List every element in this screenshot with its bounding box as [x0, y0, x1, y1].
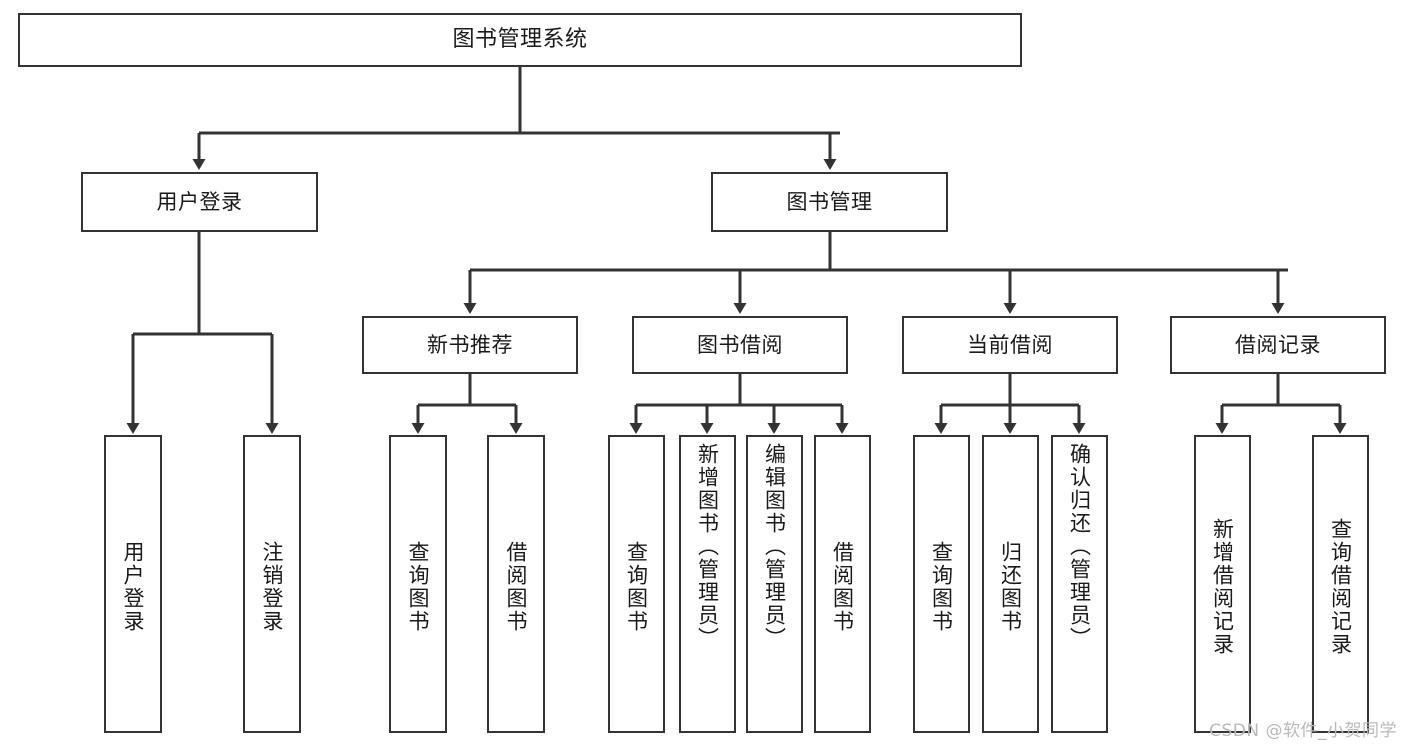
node-label: 图书借阅 [697, 332, 783, 357]
node-label: 新增借阅记录 [1210, 518, 1235, 656]
node-label: 查询图书 [929, 541, 954, 633]
leaf-user-login-login[interactable]: 用户登录 [104, 435, 162, 733]
node-current-borrow[interactable]: 当前借阅 [902, 316, 1118, 374]
leaf-new-book-borrow-book[interactable]: 借阅图书 [487, 435, 545, 733]
node-label: 查询图书 [406, 541, 431, 633]
node-label: 新书推荐 [427, 332, 513, 357]
node-label: 用户登录 [156, 189, 243, 214]
node-label: 编辑图书（管理员） [762, 443, 787, 650]
node-label: 查询借阅记录 [1328, 518, 1353, 656]
node-label: 注销登录 [260, 541, 285, 633]
leaf-current-borrow-return-book[interactable]: 归还图书 [982, 435, 1039, 733]
leaf-borrow-record-query-record[interactable]: 查询借阅记录 [1312, 435, 1369, 733]
leaf-user-login-logout[interactable]: 注销登录 [243, 435, 301, 733]
node-new-book-recommend[interactable]: 新书推荐 [362, 316, 578, 374]
node-root-book-management-system[interactable]: 图书管理系统 [18, 13, 1022, 67]
node-book-borrow[interactable]: 图书借阅 [632, 316, 848, 374]
leaf-book-borrow-add-book-admin[interactable]: 新增图书（管理员） [679, 435, 736, 733]
node-label: 图书管理 [786, 189, 873, 214]
leaf-new-book-query-book[interactable]: 查询图书 [389, 435, 447, 733]
leaf-borrow-record-add-record[interactable]: 新增借阅记录 [1194, 435, 1251, 733]
node-label: 当前借阅 [967, 332, 1053, 357]
node-book-management[interactable]: 图书管理 [711, 172, 948, 232]
csdn-watermark: CSDN @软件_小贺同学 [1209, 721, 1397, 741]
leaf-current-borrow-query-book[interactable]: 查询图书 [913, 435, 970, 733]
leaf-book-borrow-edit-book-admin[interactable]: 编辑图书（管理员） [746, 435, 803, 733]
node-label: 归还图书 [998, 541, 1023, 633]
leaf-current-borrow-confirm-return-admin[interactable]: 确认归还（管理员） [1051, 435, 1108, 733]
leaf-book-borrow-borrow-book[interactable]: 借阅图书 [814, 435, 871, 733]
node-label: 借阅图书 [504, 541, 529, 633]
node-label: 新增图书（管理员） [695, 443, 720, 650]
node-label: 借阅图书 [830, 541, 855, 633]
node-label: 确认归还（管理员） [1067, 443, 1092, 650]
node-user-login[interactable]: 用户登录 [81, 172, 318, 232]
node-borrow-record[interactable]: 借阅记录 [1170, 316, 1386, 374]
node-label: 查询图书 [624, 541, 649, 633]
leaf-book-borrow-query-book[interactable]: 查询图书 [608, 435, 665, 733]
node-label: 用户登录 [121, 541, 146, 633]
node-label: 图书管理系统 [452, 27, 588, 53]
node-label: 借阅记录 [1235, 332, 1321, 357]
